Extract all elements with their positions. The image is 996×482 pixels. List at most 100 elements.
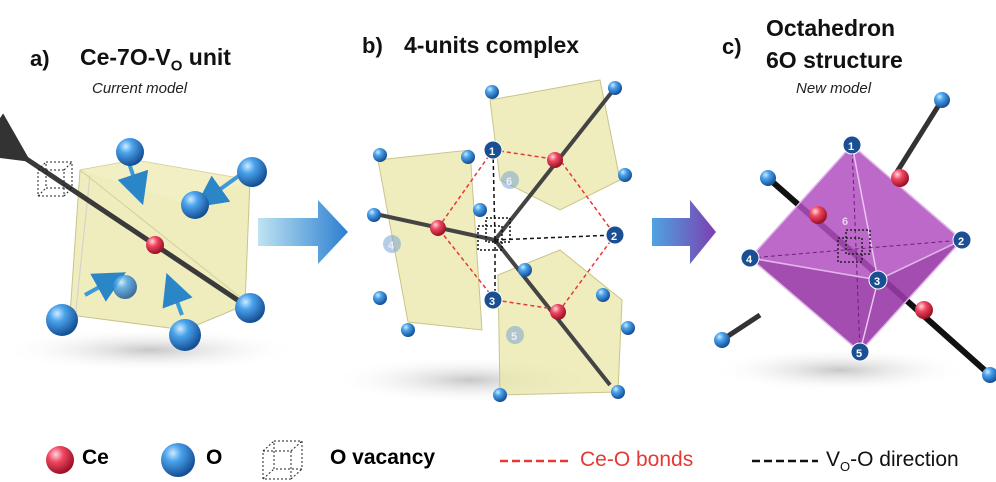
panel-c-title-line1: Octahedron [766,15,896,41]
panel-a-vacancy-direction [0,113,247,308]
panel-b-letter: b) [362,33,383,58]
site-3-atom [483,290,503,310]
o-atom [485,85,499,99]
panel-a-figure [0,113,300,372]
o-atom [621,321,635,335]
o-atom [181,191,209,219]
o-atom [493,388,507,402]
panel-a-letter: a) [30,46,50,71]
o-atom [473,203,487,217]
legend-ce-swatch [46,446,74,474]
legend-o-label: O [206,446,223,469]
o-atom [116,138,144,166]
ce-atom [550,304,566,320]
panel-a-subtitle: Current model [92,80,188,97]
o-atom [518,263,532,277]
legend-direction-main: V [826,448,841,471]
legend [46,440,818,480]
panel-a-title-main: Ce-7O-V [80,44,171,70]
vo-o-direction-dash [492,149,496,241]
o-atom [401,323,415,337]
ce-atom [809,206,827,224]
o-atom [373,148,387,162]
panel-a-relax-arrow [162,272,193,316]
site-6-atom [501,171,519,189]
site-label-2: 2 [611,231,617,243]
legend-direction-subscript: O [840,459,851,475]
panel-b-figure: 1 2 3 4 5 6 [330,79,635,404]
panel-a-relax-arrow [195,173,242,208]
o-atom [367,208,381,222]
octahedron-hidden-edge [749,239,963,259]
o-atom [714,332,730,348]
ce-atom [891,169,909,187]
o-atom [596,288,610,302]
o-atom [46,304,78,336]
vacancy-icon [837,229,871,263]
octahedron-edge [859,279,879,353]
panel-c-title-line2: 6O structure [766,47,903,73]
site-2-atom [605,225,625,245]
o-atom [760,170,776,186]
legend-bonds-label: Ce-O bonds [580,448,694,471]
site-1-atom [483,140,503,160]
panel-a-title-subscript: O [170,57,183,75]
ce-atom [915,301,933,319]
site-4-atom [383,235,401,253]
o-atom [235,293,265,323]
site-label-4: 4 [388,240,395,252]
o-atom [934,92,950,108]
panel-c-shadow [710,348,970,392]
o-atom [618,168,632,182]
legend-vacancy-swatch [262,440,303,480]
ce-atom [547,152,563,168]
legend-direction-label: VO-O direction [826,448,959,474]
site-5-atom [506,326,524,344]
legend-vacancy-label: O vacancy [330,446,436,469]
legend-ce-label: Ce [82,446,109,469]
site-2-atom [952,230,972,250]
vacancy-icon [37,161,73,197]
legend-direction-tail: -O direction [850,448,959,471]
o-atom [982,367,996,383]
o-atom [373,291,387,305]
site-label-5: 5 [511,331,517,343]
ce-o-bond-dash [437,149,496,301]
panel-c-direction-line [892,98,945,177]
panel-c-figure: 1 2 3 4 5 6 [710,92,996,392]
site-label-1: 1 [489,146,495,158]
ce-atom [430,220,446,236]
panel-c-title: Octahedron 6O structure [766,12,903,76]
site-3-atom [868,270,888,290]
panel-a-relax-arrow [84,272,126,302]
site-5-atom [850,342,870,362]
o-atom [611,385,625,399]
panel-c-letter: c) [722,34,742,59]
panel-a-title-tail: unit [182,44,231,70]
panel-b-polyhedron-top [489,79,621,211]
site-label-5: 5 [856,348,862,360]
transition-arrow-b-to-c [652,200,716,264]
site-label-3: 3 [489,296,495,308]
legend-o-swatch [161,443,195,477]
o-atom [461,150,475,164]
panel-a-shadow [0,328,300,372]
o-atom [113,275,137,299]
panel-a-edge [79,169,251,306]
ce-atom [146,236,164,254]
vacancy-icon [477,217,511,251]
panel-b-polyhedron-left [377,149,483,331]
site-label-3: 3 [874,276,880,288]
o-atom [237,157,267,187]
panel-a-title: Ce-7O-VO unit [80,44,231,75]
ce-o-bond-dash [492,149,616,236]
transition-arrow-a-to-b [258,200,348,264]
vo-o-direction-dash [494,234,616,241]
site-label-6: 6 [506,176,512,188]
octahedron-edge [851,144,879,281]
o-atom [169,319,201,351]
panel-b-title: 4-units complex [404,32,580,58]
site-1-atom [842,135,862,155]
site-label-1: 1 [848,141,854,153]
